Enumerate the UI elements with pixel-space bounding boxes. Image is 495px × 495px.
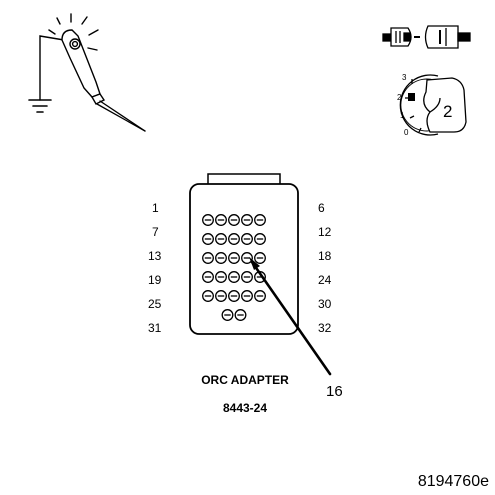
ignition-switch-icon: 3 2 1 0 2 [397,73,467,137]
pin-labels-right: 6 12 18 24 30 32 [318,201,332,335]
test-light-probe-icon [28,13,146,132]
pin-label-right: 32 [318,321,332,335]
ignition-position-3: 3 [402,73,407,82]
callout-leader-line [250,260,332,376]
ignition-position-2: 2 [397,93,402,102]
connector-latch [207,173,281,184]
pin-label-left: 7 [152,225,159,239]
pin-label-right: 18 [318,249,332,263]
figure-id: 8194760e [418,473,489,490]
ignition-position-1: 1 [400,111,405,120]
adapter-part-number: 8443-24 [223,401,267,415]
callout-arrowhead [249,257,260,270]
pin-label-right: 24 [318,273,332,287]
pin-label-right: 12 [318,225,332,239]
disconnect-connector-icon [382,25,471,49]
pin-label-left: 13 [148,249,162,263]
adapter-name: ORC ADAPTER [201,373,289,387]
pin-label-right: 6 [318,201,325,215]
pin-label-left: 1 [152,201,159,215]
callout-pin-number: 16 [326,383,343,400]
pin-label-right: 30 [318,297,332,311]
pin-label-left: 19 [148,273,162,287]
ignition-key-number: 2 [443,102,452,121]
pin-label-left: 31 [148,321,162,335]
ignition-position-0: 0 [404,128,409,137]
pin-label-left: 25 [148,297,162,311]
ignition-run-marker [408,93,415,101]
pin-labels-left: 1 7 13 19 25 31 [148,201,162,335]
connector-pin-field [202,214,266,321]
